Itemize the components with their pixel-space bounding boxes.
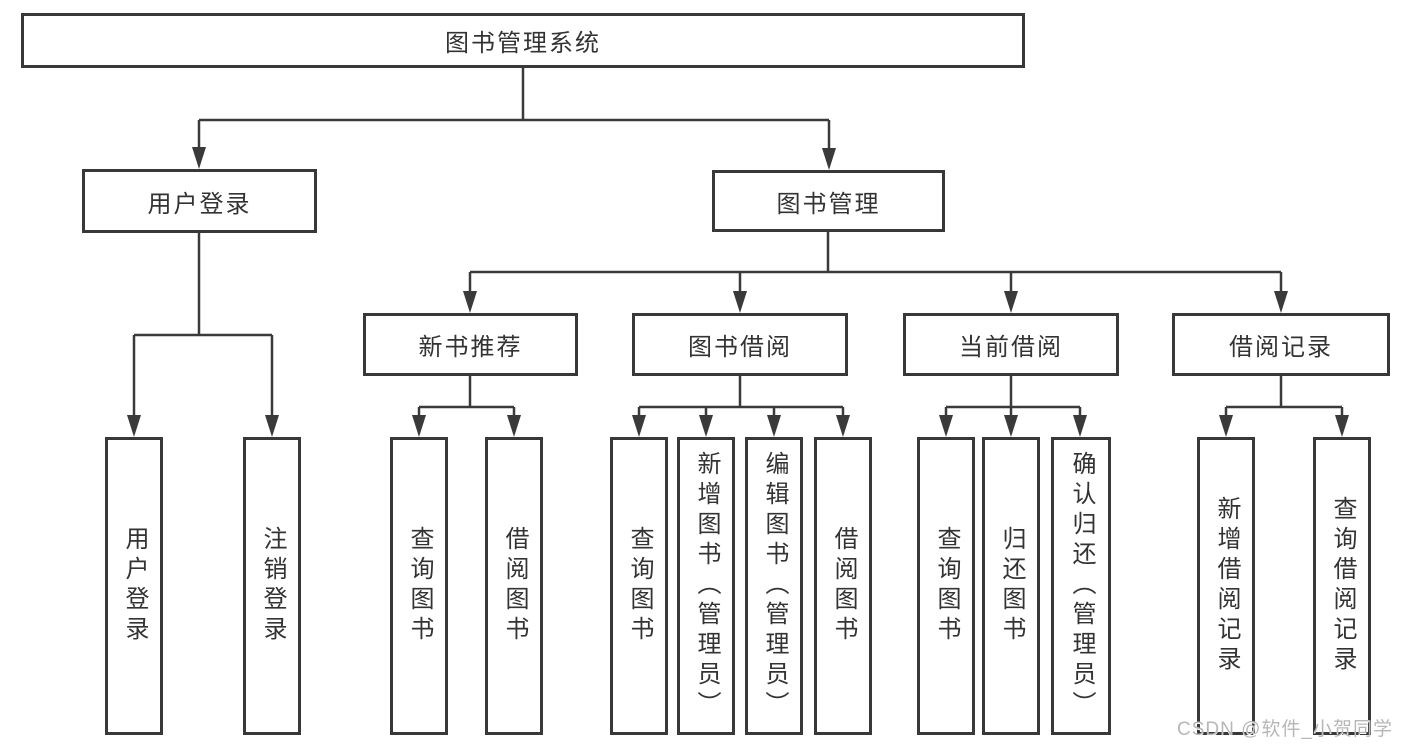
leaf-borrow-books-recommend: 借阅图书 xyxy=(485,437,543,735)
leaf-logout: 注销登录 xyxy=(243,437,301,735)
leaf-confirm-return-admin: 确认归还（管理员） xyxy=(1051,437,1111,735)
leaf-query-books-current: 查询图书 xyxy=(917,437,975,735)
leaf-query-books-recommend-label: 查询图书 xyxy=(406,526,433,646)
leaf-edit-book-admin-label: 编辑图书（管理员） xyxy=(761,451,788,721)
node-user-login: 用户登录 xyxy=(82,169,317,233)
node-new-book-recommend-label: 新书推荐 xyxy=(418,334,523,361)
leaf-query-books-current-label: 查询图书 xyxy=(933,526,960,646)
leaf-return-book-label: 归还图书 xyxy=(998,526,1025,646)
node-current-borrow: 当前借阅 xyxy=(903,313,1119,376)
leaf-user-login: 用户登录 xyxy=(105,437,163,735)
leaf-logout-label: 注销登录 xyxy=(259,526,286,646)
leaf-query-books-borrow-label: 查询图书 xyxy=(626,526,653,646)
leaf-confirm-return-admin-label: 确认归还（管理员） xyxy=(1068,451,1095,721)
node-borrow-records: 借阅记录 xyxy=(1172,313,1390,376)
leaf-query-books-recommend: 查询图书 xyxy=(390,437,448,735)
node-user-login-label: 用户登录 xyxy=(147,190,252,218)
leaf-query-books-borrow: 查询图书 xyxy=(610,437,668,735)
leaf-query-borrow-record-label: 查询借阅记录 xyxy=(1329,496,1356,676)
node-root-label: 图书管理系统 xyxy=(445,30,601,57)
leaf-borrow-books: 借阅图书 xyxy=(814,437,872,735)
node-book-borrow-label: 图书借阅 xyxy=(688,334,792,361)
leaf-add-book-admin-label: 新增图书（管理员） xyxy=(693,451,720,721)
leaf-add-borrow-record-label: 新增借阅记录 xyxy=(1213,496,1240,676)
leaf-add-borrow-record: 新增借阅记录 xyxy=(1197,437,1255,735)
node-current-borrow-label: 当前借阅 xyxy=(959,334,1063,361)
leaf-add-book-admin: 新增图书（管理员） xyxy=(677,437,735,735)
leaf-borrow-books-recommend-label: 借阅图书 xyxy=(501,526,528,646)
leaf-return-book: 归还图书 xyxy=(982,437,1040,735)
watermark: CSDN @软件_小贺同学 xyxy=(1177,719,1393,740)
leaf-edit-book-admin: 编辑图书（管理员） xyxy=(745,437,803,735)
node-borrow-records-label: 借阅记录 xyxy=(1229,334,1333,361)
leaf-query-borrow-record: 查询借阅记录 xyxy=(1313,437,1371,735)
node-new-book-recommend: 新书推荐 xyxy=(363,313,578,376)
node-book-management-label: 图书管理 xyxy=(776,190,881,218)
leaf-borrow-books-label: 借阅图书 xyxy=(830,526,857,646)
node-book-borrow: 图书借阅 xyxy=(632,313,848,376)
leaf-user-login-label: 用户登录 xyxy=(121,526,148,646)
node-root: 图书管理系统 xyxy=(21,13,1025,68)
node-book-management: 图书管理 xyxy=(712,170,945,232)
